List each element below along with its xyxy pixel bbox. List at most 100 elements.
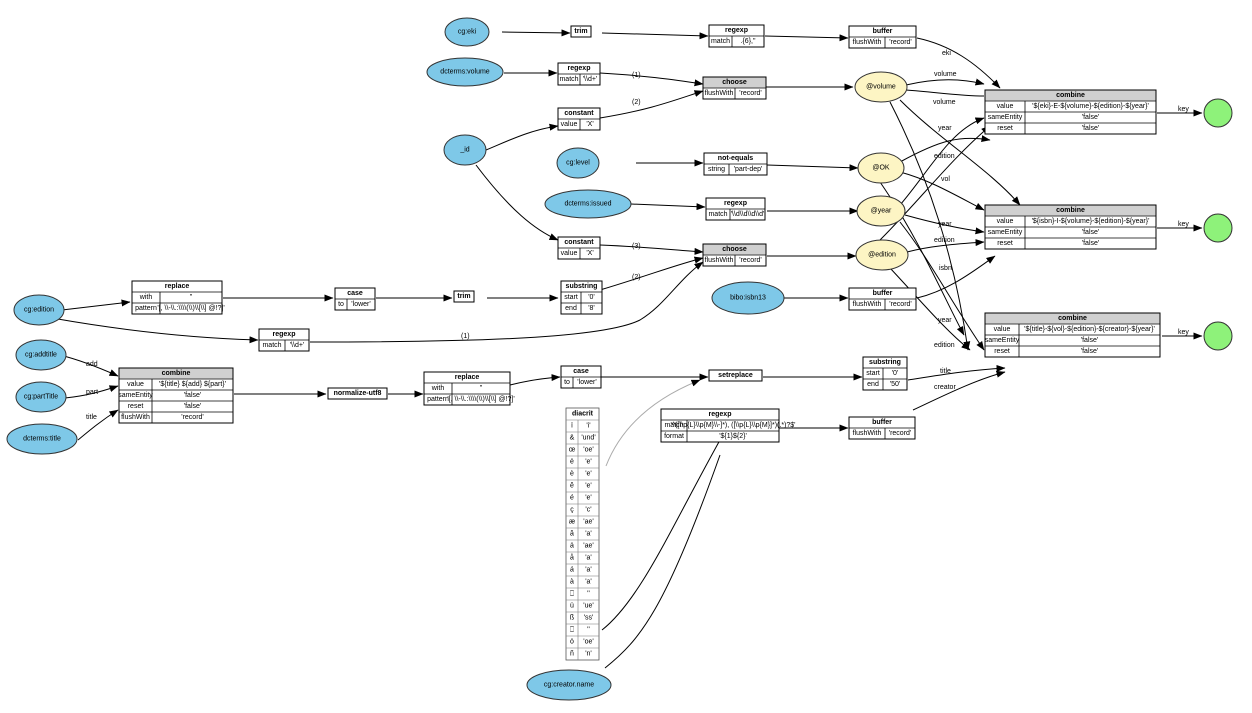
- fn-combine1-param-value: 'false': [1082, 114, 1099, 121]
- edge-label-one-b: (1): [461, 333, 470, 340]
- fn-normalize: normalize-utf8: [327, 387, 388, 400]
- fn-combine_title-param-name: sameEntity: [118, 392, 153, 399]
- node-creator-shape: [526, 669, 612, 701]
- diacrit-replacement: 'e': [585, 459, 592, 466]
- fn-combine1-title: combine: [1056, 92, 1085, 99]
- node-eki-shape: [444, 17, 490, 47]
- fn-combine2-header-bg: [985, 205, 1156, 216]
- fn-combine1-param-name: reset: [997, 125, 1013, 132]
- fn-choose_vol-header-bg: [703, 77, 766, 88]
- node-issued: dcterms:issued: [544, 189, 632, 219]
- fn-regexp_vol-param-value: '\\d+': [583, 76, 598, 83]
- diacrit-char: ⎕: [570, 591, 574, 598]
- diacrit-title: diacrit: [572, 411, 594, 418]
- edge-label-isbn: isbn: [939, 265, 952, 272]
- edge-label-title: title: [940, 368, 951, 375]
- fn-choose_vol-title: choose: [722, 79, 747, 86]
- diacrit-replacement: 'a': [585, 579, 592, 586]
- fn-buffer_eki-param-name: flushWith: [853, 39, 882, 46]
- edge-label-key3: key: [1178, 329, 1189, 336]
- fn-normalize-title: normalize-utf8: [334, 390, 382, 397]
- fn-regexp_vol-title: regexp: [568, 65, 591, 72]
- fn-regexp_creator-param-value: '^([\\p{L}\\p{M}\\-]*), ([\\p{L}\\p{M}]*…: [670, 422, 795, 429]
- sink-key-1: [1203, 98, 1233, 128]
- diacrit-char: æ: [569, 519, 575, 526]
- fn-noteq-title: not-equals: [718, 155, 753, 162]
- node-level-shape: [556, 147, 600, 179]
- fn-combine1-header-bg: [985, 90, 1156, 101]
- fn-combine2-param-value: 'false': [1082, 229, 1099, 236]
- fn-case1-param-value: 'lower': [351, 301, 370, 308]
- diacrit-char: ñ: [570, 651, 574, 658]
- node-id-shape: [443, 134, 487, 166]
- fn-setreplace-title: setreplace: [718, 372, 753, 379]
- fn-constant_x1-title: constant: [564, 110, 594, 117]
- fn-substring1-frame: [560, 280, 603, 315]
- fn-regexp_year-param-value: '\\d\\d\\d\\d': [731, 211, 765, 218]
- node-volume-var-label: @volume: [866, 84, 896, 91]
- diacrit-replacement: 'e': [585, 495, 592, 502]
- fn-trim_eki-frame: [570, 25, 592, 38]
- fn-choose_ed-header-bg: [703, 244, 766, 255]
- fn-combine2-param-value: 'false': [1082, 240, 1099, 247]
- fn-constant_x2-param-name: value: [561, 250, 578, 257]
- fn-regexp_ed-param-value: '\\d+': [290, 342, 305, 349]
- edge-label-edition1: edition: [934, 153, 955, 160]
- fn-combine2-title: combine: [1056, 207, 1085, 214]
- fn-trim_eki-title: trim: [574, 28, 587, 35]
- diacrit-char: ⎕: [570, 627, 574, 634]
- fn-buffer_creator-param-name: flushWith: [853, 430, 882, 437]
- edge-label-three: (3): [632, 243, 641, 250]
- fn-buffer_creator-title: buffer: [872, 419, 892, 426]
- fn-combine3-param-name: value: [994, 326, 1011, 333]
- diacrit-replacement: 'e': [585, 483, 592, 490]
- node-creator: cg:creator.name: [526, 669, 612, 701]
- fn-buffer_eki-param-value: 'record': [889, 39, 912, 46]
- edge-label-year1: year: [938, 125, 952, 132]
- fn-combine1-param-name: sameEntity: [988, 114, 1023, 121]
- fn-trim2: trim: [453, 290, 475, 303]
- fn-constant_x2-param-value: 'X': [586, 250, 593, 257]
- diacrit-replacement: 'ae': [583, 519, 593, 526]
- node-eki: cg:eki: [444, 17, 490, 47]
- fn-replace1-title: replace: [165, 283, 190, 290]
- fn-noteq-param-value: 'part-dep': [734, 166, 763, 173]
- fn-substring1-title: substring: [566, 283, 598, 290]
- fn-noteq-param-name: string: [708, 166, 725, 173]
- diacrit-replacement: 'a': [585, 567, 592, 574]
- fn-trim_eki: trim: [570, 25, 592, 38]
- fn-regexp_year-param-name: match: [708, 211, 727, 218]
- diacrit-char: ê: [570, 483, 574, 490]
- node-volume-label: dcterms:volume: [440, 69, 490, 76]
- fn-choose_ed-param-name: flushWith: [705, 257, 734, 264]
- fn-combine3: combine value '${title}-${vol}-${edition}-…: [984, 312, 1161, 358]
- fn-combine1-param-value: 'false': [1082, 125, 1099, 132]
- node-year-var-label: @year: [871, 208, 892, 215]
- fn-substring1-param-name: end: [565, 305, 577, 312]
- node-id-label: _id: [459, 147, 469, 154]
- fn-combine3-title: combine: [1058, 315, 1087, 322]
- fn-combine2-param-value: '${isbn}-I-${volume}-${edition}-${year}': [1032, 218, 1150, 225]
- fn-setreplace: setreplace: [708, 369, 763, 382]
- node-edition-var-label: @edition: [868, 252, 896, 259]
- node-edition: cg:edition: [13, 294, 65, 326]
- diacrit-char: â: [570, 531, 574, 538]
- node-addtitle: cg:addtitle: [15, 339, 67, 371]
- node-isbn13: bibo:isbn13: [711, 281, 785, 315]
- node-eki-label: cg:eki: [458, 29, 477, 36]
- fn-case1-title: case: [347, 290, 363, 297]
- fn-combine3-param-value: '${title}-${vol}-${edition}-${creator}-$…: [1024, 326, 1155, 333]
- fn-choose_vol-param-value: 'record': [739, 90, 762, 97]
- node-isbn13-label: bibo:isbn13: [730, 295, 766, 302]
- diacrit-replacement: 'ue': [583, 603, 593, 610]
- node-parttitle-shape: [15, 381, 67, 413]
- edge-label-year3: year: [938, 317, 952, 324]
- fn-combine_title-title: combine: [162, 370, 191, 377]
- fn-trim2-title: trim: [457, 293, 470, 300]
- node-ok-var-shape: [857, 152, 905, 184]
